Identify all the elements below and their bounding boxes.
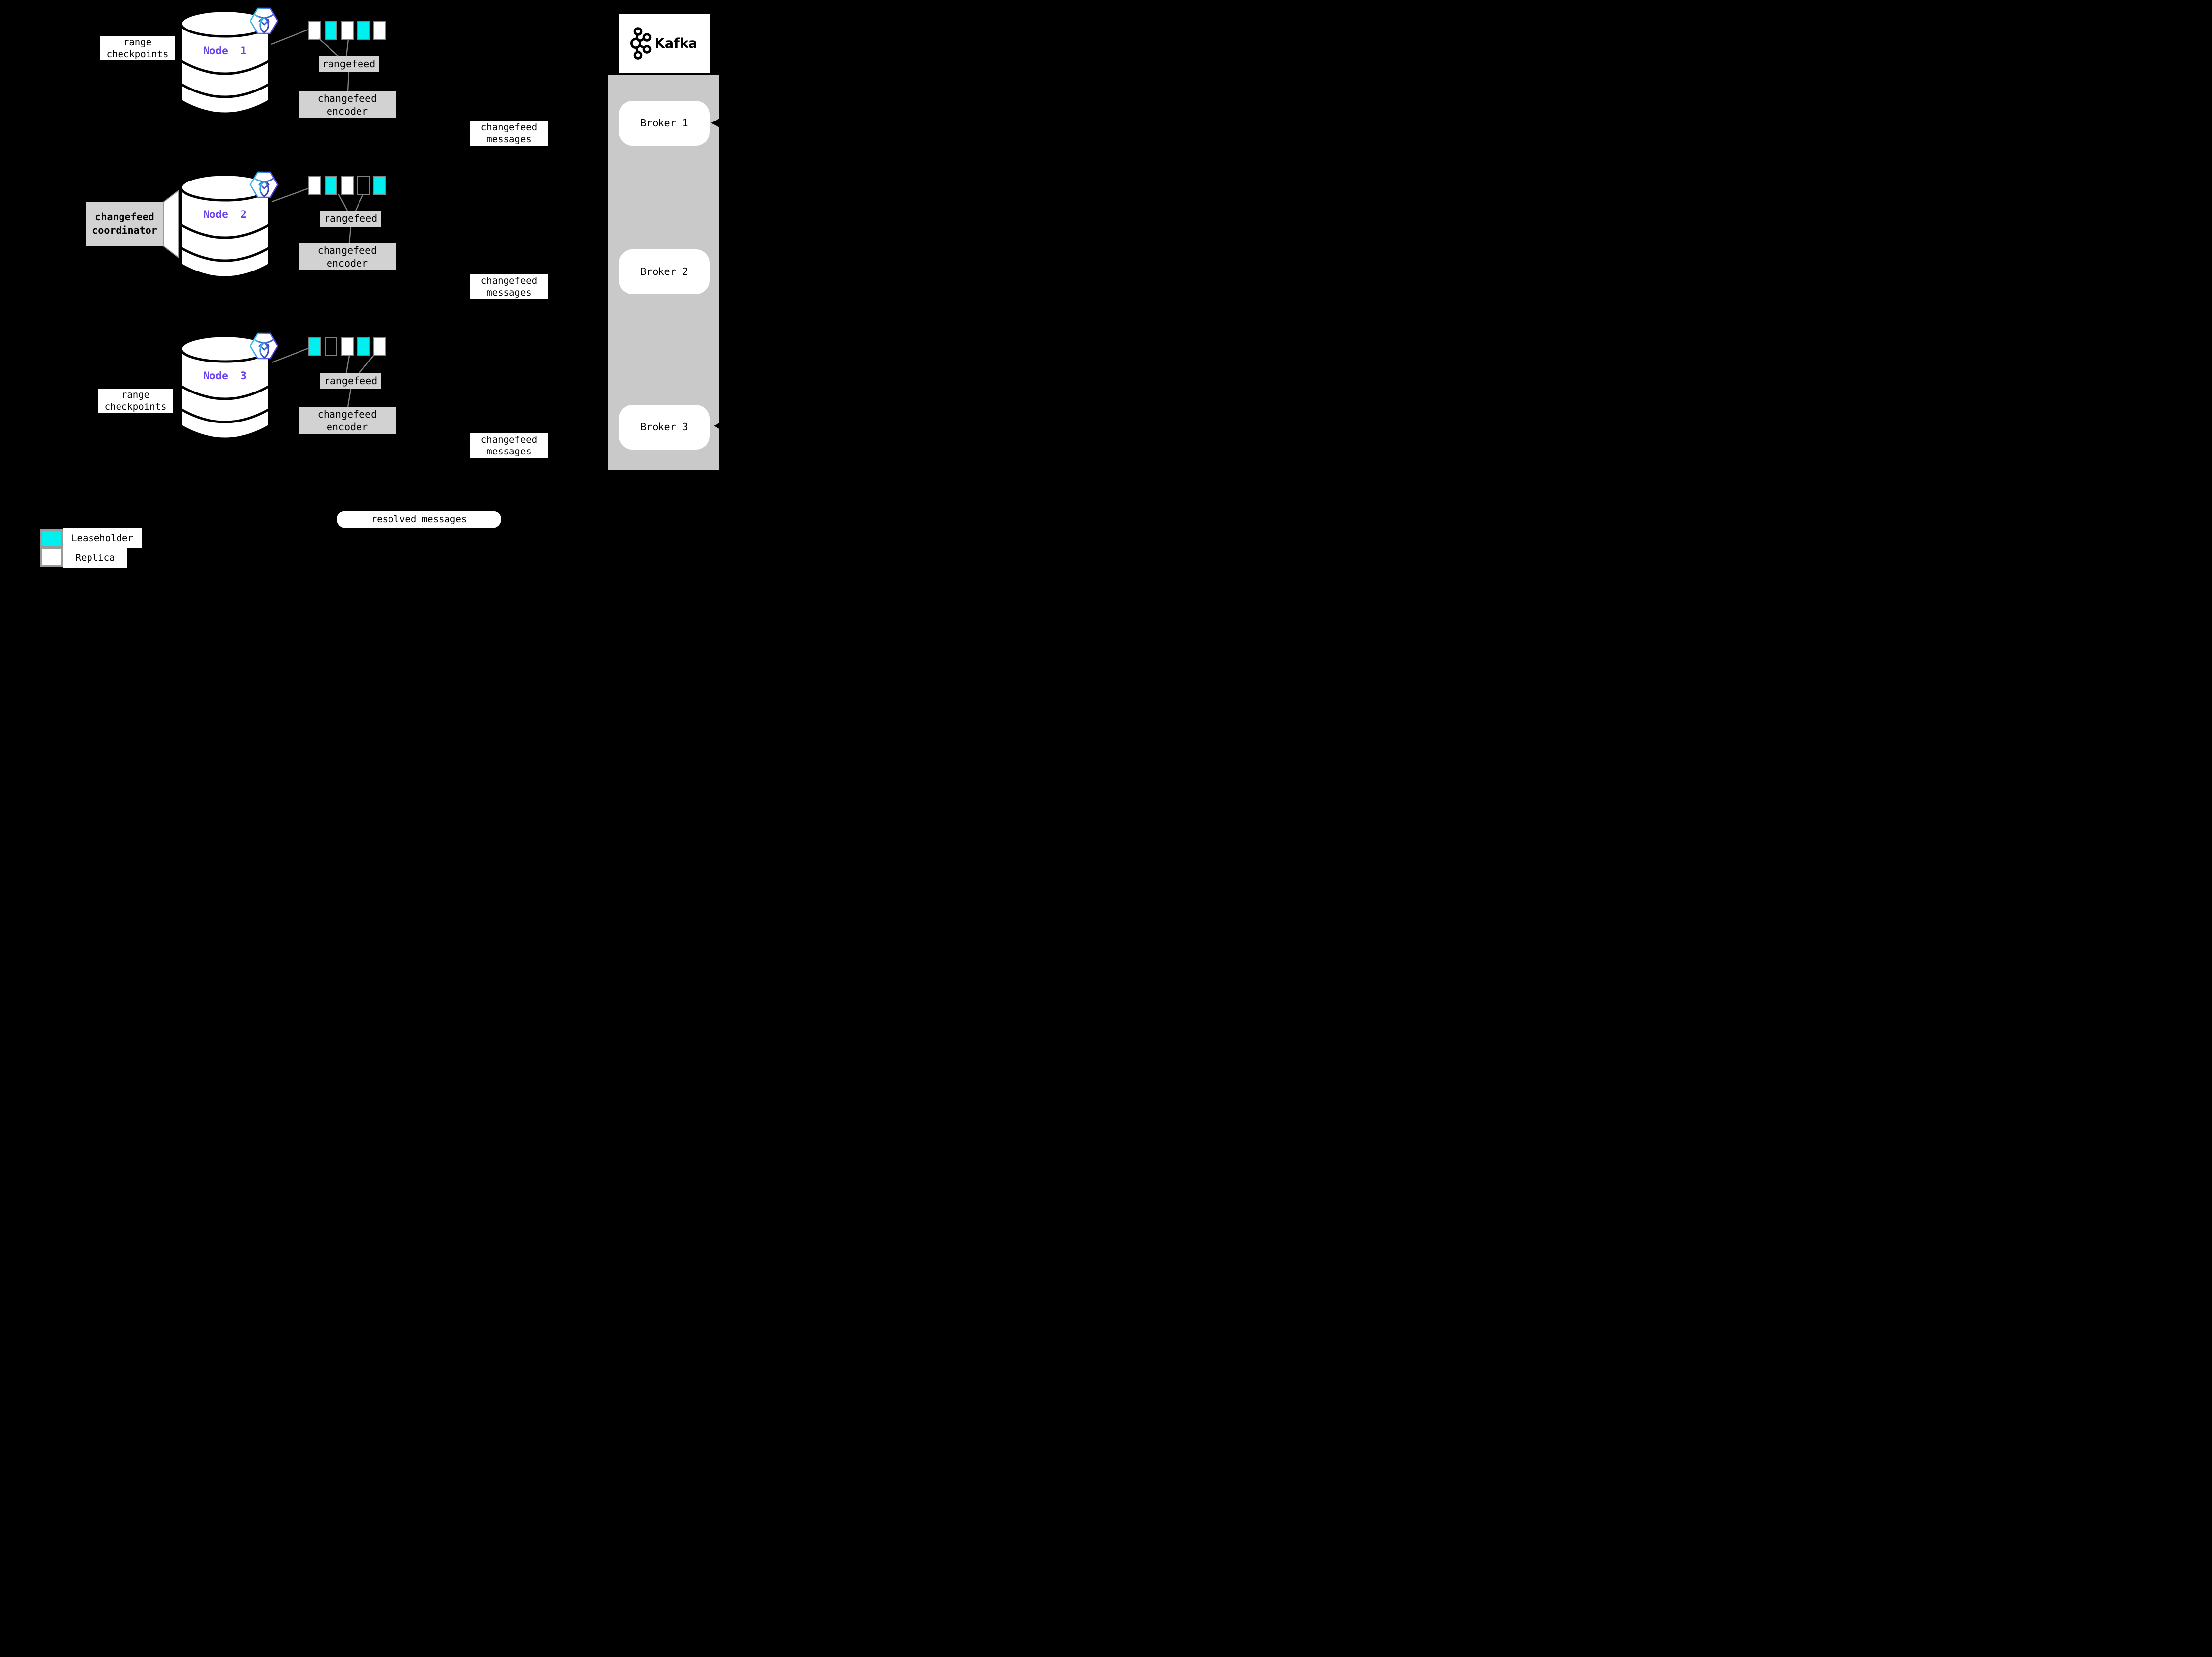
cockroachdb-icon <box>249 171 279 198</box>
range-block-leaseholder <box>357 337 370 356</box>
range-block-replica <box>341 176 354 195</box>
range-block-leaseholder <box>325 176 337 195</box>
changefeed-coordinator-label: changefeed coordinator <box>86 202 163 246</box>
range-block-empty <box>357 176 370 195</box>
range-checkpoints-label-1: range checkpoints <box>100 36 175 60</box>
range-row-node-2 <box>308 176 386 195</box>
changefeed-encoder-box-1: changefeed encoder <box>299 91 396 118</box>
rangefeed-box-3: rangefeed <box>320 373 381 389</box>
legend-replica-swatch <box>40 548 63 567</box>
resolved-messages-pill: resolved messages <box>337 511 501 528</box>
range-checkpoints-label-3: range checkpoints <box>98 389 173 413</box>
range-block-replica <box>373 21 386 40</box>
cockroachdb-icon <box>249 7 279 34</box>
range-block-leaseholder <box>308 337 321 356</box>
changefeed-architecture-diagram: range checkpoints Node 1 rangefeed chang… <box>0 0 771 577</box>
database-cylinder-node-1 <box>179 9 270 115</box>
legend-leaseholder-swatch <box>40 529 63 548</box>
changefeed-messages-label-2: changefeed messages <box>470 274 548 299</box>
range-block-leaseholder <box>357 21 370 40</box>
broker-2: Broker 2 <box>619 249 710 294</box>
legend-replica-label: Replica <box>63 548 127 568</box>
node-3-label: Node 3 <box>203 370 247 382</box>
changefeed-messages-label-3: changefeed messages <box>470 433 548 458</box>
range-block-replica <box>308 176 321 195</box>
range-block-replica <box>308 21 321 40</box>
kafka-wordmark: Kafka <box>655 35 698 51</box>
range-block-leaseholder <box>373 176 386 195</box>
kafka-icon <box>630 27 652 60</box>
legend-leaseholder-label: Leaseholder <box>63 528 142 548</box>
kafka-logo-box: Kafka <box>619 14 710 73</box>
coordinator-pointer-shape <box>163 190 179 258</box>
range-block-replica <box>341 337 354 356</box>
range-block-leaseholder <box>325 21 337 40</box>
node-1-label: Node 1 <box>203 45 247 57</box>
broker-3: Broker 3 <box>619 405 710 450</box>
changefeed-encoder-box-3: changefeed encoder <box>299 407 396 434</box>
rangefeed-box-1: rangefeed <box>319 56 379 72</box>
database-cylinder-node-3 <box>179 334 270 440</box>
rangefeed-box-2: rangefeed <box>320 211 381 227</box>
range-block-empty <box>325 337 337 356</box>
broker-1: Broker 1 <box>619 101 710 146</box>
range-row-node-1 <box>308 21 386 40</box>
changefeed-encoder-box-2: changefeed encoder <box>299 243 396 270</box>
changefeed-messages-label-1: changefeed messages <box>470 121 548 146</box>
range-row-node-3 <box>308 337 386 356</box>
node-2-label: Node 2 <box>203 209 247 220</box>
range-block-replica <box>341 21 354 40</box>
cockroachdb-icon <box>249 332 279 360</box>
range-block-replica <box>373 337 386 356</box>
